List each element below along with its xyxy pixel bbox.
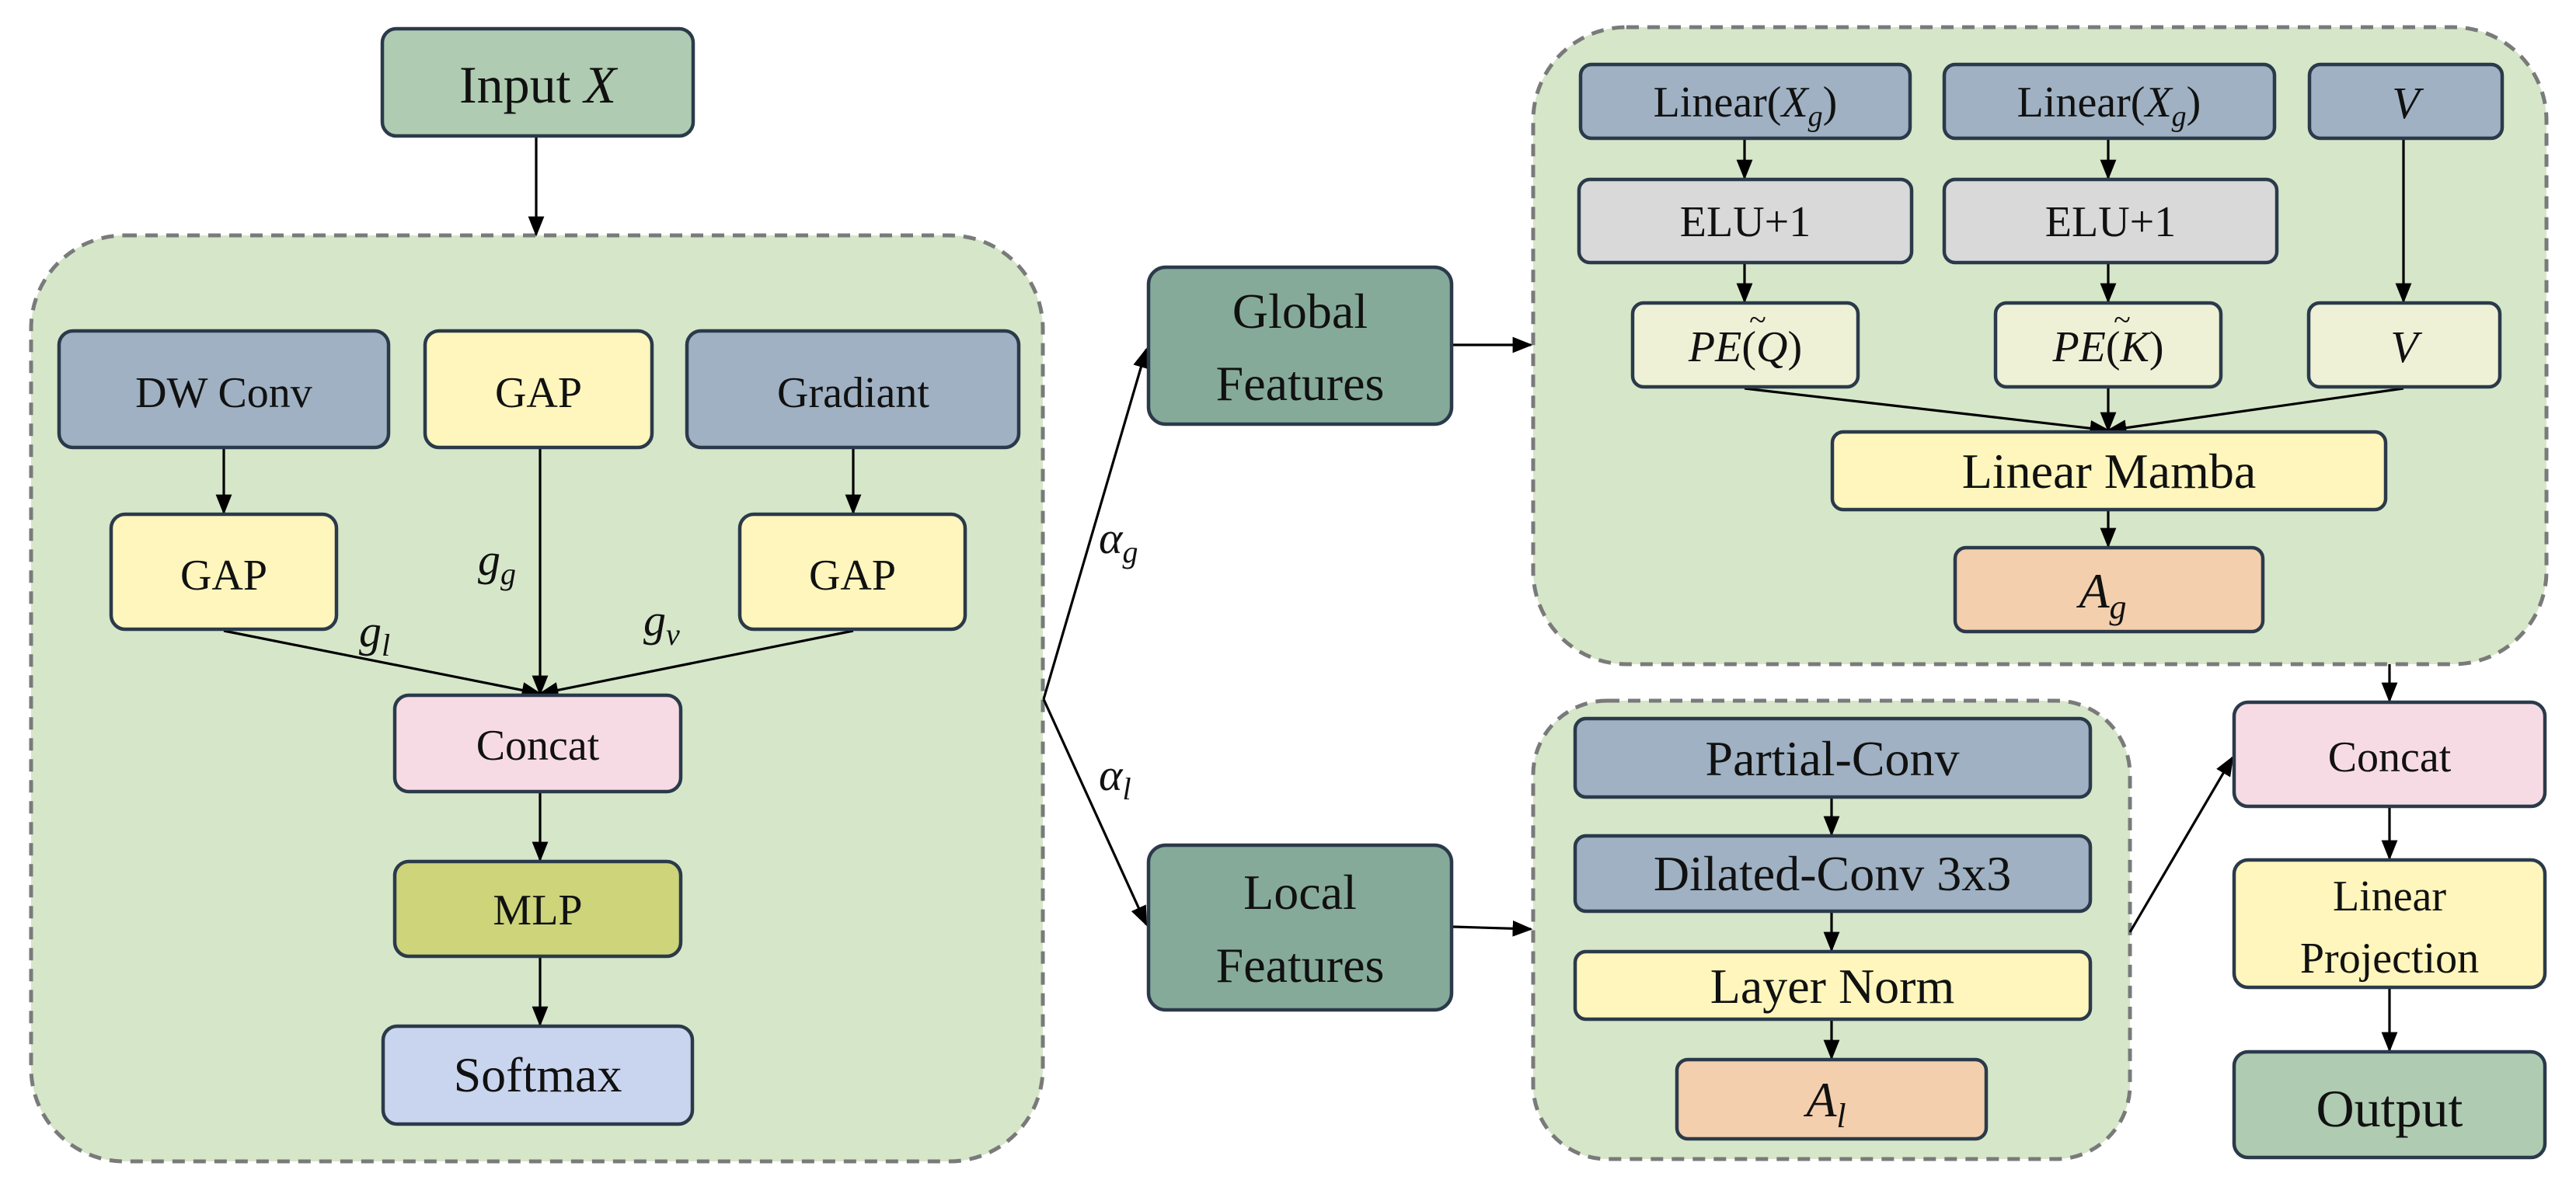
linear-mamba-node: Linear Mamba xyxy=(1830,430,2388,512)
local-features-line2: Features xyxy=(1216,938,1385,993)
input-node: Input X xyxy=(380,26,695,138)
v-top-label: V xyxy=(2392,78,2424,128)
linear-xg-1-node: Linear(Xg) xyxy=(1578,62,1912,141)
linear-projection-node: Linear Projection xyxy=(2232,858,2547,990)
dw-conv-label: DW Conv xyxy=(135,369,312,417)
elu-2-label: ELU+1 xyxy=(2045,198,2176,246)
linear-xg-1-label: Linear(Xg) xyxy=(1654,78,1838,133)
concat-right-label: Concat xyxy=(2328,733,2452,781)
v-mid-node: V xyxy=(2306,301,2502,389)
edge-peq-to-mamba xyxy=(1744,387,2111,437)
linear-projection-line1: Linear xyxy=(2333,872,2446,921)
gradiant-node: Gradiant xyxy=(685,329,1021,450)
gap-top-label: GAP xyxy=(495,369,582,417)
gap-left-label: GAP xyxy=(180,552,267,600)
a-l-label: Al xyxy=(1803,1072,1846,1135)
a-g-label: Ag xyxy=(2076,563,2126,626)
local-features-line1: Local xyxy=(1243,865,1357,920)
gradiant-label: Gradiant xyxy=(777,369,929,417)
global-features-line1: Global xyxy=(1232,284,1368,339)
mlp-node: MLP xyxy=(392,859,683,959)
global-features-line2: Features xyxy=(1216,356,1385,411)
edge-gap-right-to-concat xyxy=(538,629,854,698)
linear-xg-2-node: Linear(Xg) xyxy=(1942,62,2277,141)
softmax-node: Softmax xyxy=(381,1024,695,1126)
softmax-label: Softmax xyxy=(454,1047,622,1102)
gap-right-label: GAP xyxy=(809,552,896,600)
linear-projection-line2: Projection xyxy=(2300,935,2479,983)
layer-norm-label: Layer Norm xyxy=(1710,959,1955,1014)
concat-right-node: Concat xyxy=(2232,700,2547,809)
edge-gap-left-to-concat xyxy=(223,629,542,698)
elu-2-node: ELU+1 xyxy=(1942,177,2279,265)
edge-local-to-branch xyxy=(1452,920,1533,937)
edge-group-to-local xyxy=(1042,698,1148,927)
edge-group-to-global xyxy=(1042,347,1149,700)
v-top-node: V xyxy=(2307,62,2505,141)
g-l-label: gl xyxy=(359,606,390,663)
pe-q-node: PE(Q) ~ xyxy=(1630,301,1860,389)
output-label: Output xyxy=(2316,1079,2463,1138)
mlp-label: MLP xyxy=(493,886,582,935)
a-g-node: Ag xyxy=(1953,545,2265,634)
local-features-node: Local Features xyxy=(1146,843,1454,1012)
partial-conv-label: Partial-Conv xyxy=(1705,731,1959,786)
v-mid-label: V xyxy=(2390,322,2423,372)
pe-k-label: PE(K) xyxy=(2051,323,2163,371)
dilated-conv-node: Dilated-Conv 3x3 xyxy=(1573,834,2093,914)
input-node-label: Input X xyxy=(459,55,619,114)
g-v-label: gv xyxy=(643,595,680,652)
concat-left-label: Concat xyxy=(476,722,600,770)
global-features-node: Global Features xyxy=(1146,265,1454,426)
pe-k-node: PE(K) ~ xyxy=(1993,301,2223,389)
layer-norm-node: Layer Norm xyxy=(1573,949,2093,1022)
output-node: Output xyxy=(2232,1050,2547,1160)
gap-left-node: GAP xyxy=(109,512,339,632)
edge-vmid-to-mamba xyxy=(2106,387,2404,437)
a-l-node: Al xyxy=(1675,1057,1989,1141)
pe-q-accent: ~ xyxy=(1749,302,1766,337)
edges xyxy=(215,137,2412,1060)
pe-q-label: PE(Q) xyxy=(1688,323,1802,371)
elu-1-label: ELU+1 xyxy=(1680,198,1811,246)
alpha-g-label: αg xyxy=(1099,513,1138,569)
input-node-box xyxy=(380,26,695,138)
dilated-conv-label: Dilated-Conv 3x3 xyxy=(1654,846,2011,901)
edge-local-group-to-concat xyxy=(2128,755,2234,933)
g-g-label: gg xyxy=(478,534,516,591)
alpha-l-label: αl xyxy=(1099,750,1131,806)
dw-conv-node: DW Conv xyxy=(57,329,391,450)
concat-left-node: Concat xyxy=(392,693,683,794)
linear-xg-2-label: Linear(Xg) xyxy=(2017,78,2201,133)
gap-right-node: GAP xyxy=(737,512,967,632)
pe-k-accent: ~ xyxy=(2114,302,2131,337)
linear-mamba-label: Linear Mamba xyxy=(1962,444,2257,499)
partial-conv-node: Partial-Conv xyxy=(1573,716,2093,799)
gap-top-node: GAP xyxy=(423,329,654,450)
elu-1-node: ELU+1 xyxy=(1577,177,1914,265)
